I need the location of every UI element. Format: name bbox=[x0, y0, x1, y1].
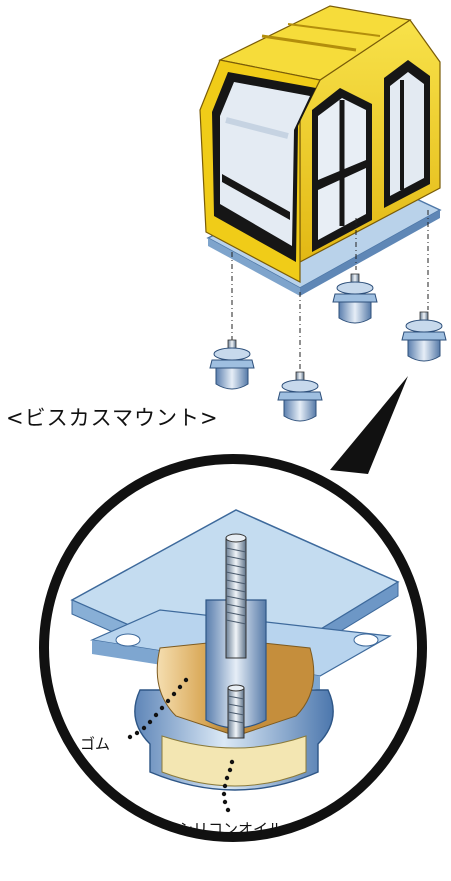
diagram-title: <ビスカスマウント> bbox=[6, 406, 219, 430]
cutaway-mount-icon bbox=[39, 454, 427, 842]
mount-unit-icon bbox=[209, 273, 447, 422]
silicone-oil-label: シリコンオイル bbox=[178, 820, 284, 838]
rubber-label: ゴム bbox=[80, 735, 111, 753]
silicone-oil-leader bbox=[221, 759, 235, 813]
rubber-leader bbox=[127, 677, 189, 740]
mount-leader-lines bbox=[231, 210, 429, 372]
excavator-cab-icon bbox=[199, 5, 442, 296]
callout-pointer bbox=[330, 376, 408, 474]
